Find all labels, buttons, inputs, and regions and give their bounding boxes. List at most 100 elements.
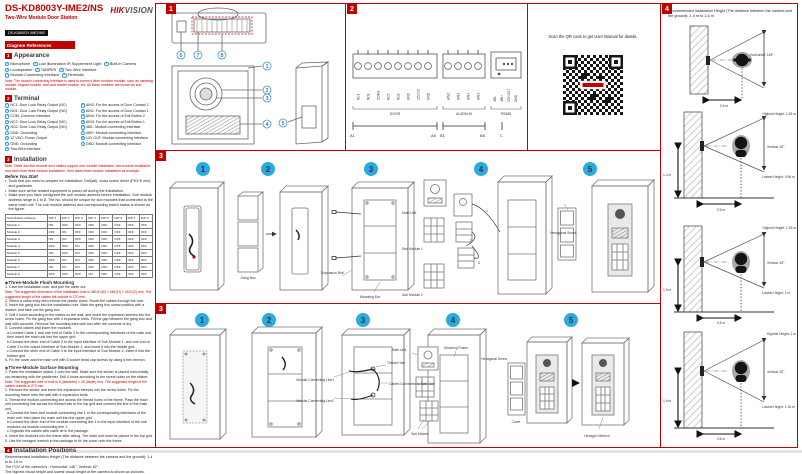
flush-mounting-diagram: 1 2 3 4 5 — [169, 162, 655, 299]
flush-step-5b: b.Connect the other end of Cable 2 to th… — [7, 339, 150, 349]
page-subtitle: Two-Wire Module Door Station — [5, 14, 78, 21]
callout-8: 8 — [220, 53, 223, 59]
pin-label: GND — [407, 92, 411, 100]
surface-step-3c: c.Organize the cables with cable tie in … — [7, 429, 89, 434]
dip-cell: ON — [46, 234, 61, 243]
dip-cell: OFF — [125, 269, 140, 278]
qr-finder-patterns — [563, 55, 623, 115]
dip-cell: Module 6 — [5, 255, 48, 264]
surface-step-3a: a.Connect the lines and module-connectin… — [7, 411, 147, 420]
dip-cell: OFF — [86, 220, 101, 229]
flush-step-badge-4: 4 — [479, 165, 484, 174]
section-4-badge: 4 — [662, 4, 672, 14]
highest-height-label: Highest Height: 1.83 m — [762, 112, 796, 116]
callout-number: 5 — [5, 124, 10, 130]
dip-cell: OFF — [125, 241, 140, 250]
pin-label: COM1 — [377, 91, 381, 100]
lowest-height-label: Lowest Height: 0.96 m — [762, 175, 795, 179]
before-you-start-title: Before You Start — [5, 174, 38, 180]
appearance-item-label: Two-Wire Interface — [64, 67, 97, 72]
flush-step-4: 4. Drill 4 holes according to the marks … — [5, 312, 152, 326]
pin-label: AIN2 — [447, 93, 451, 100]
main-unit-label: Main Unit — [402, 211, 416, 215]
highest-height-label: Highest Height: 2 m — [767, 332, 796, 336]
dip-cell: OFF — [138, 255, 154, 264]
dip-cell: OFF — [86, 262, 101, 271]
callout-number: 14 — [80, 124, 85, 130]
dip-cell: OFF — [138, 269, 154, 278]
pin-label: 485- — [493, 96, 497, 102]
group-label-alarm: ALARM IN — [456, 112, 473, 116]
surface-mounting-title: Three-Module Surface Mounting — [5, 365, 153, 370]
head-profile-icon — [732, 251, 750, 273]
distance-label: 0.5 m — [717, 321, 725, 324]
grid-h-mid1 — [155, 150, 661, 152]
dip-table-header-cell: DIP 7 — [125, 213, 140, 222]
dip-cell: OFF — [138, 227, 154, 236]
positions-heading: 4 Installation Positions — [5, 447, 153, 454]
terminal-item-label: NC1: Door Lock Relay Output (NC) — [10, 103, 67, 108]
scale-b8: B8 — [480, 133, 486, 138]
callout-6: 6 — [179, 53, 182, 59]
dip-cell: OFF — [138, 262, 154, 271]
installation-bullet: Tools that you need to prepare for insta… — [5, 179, 153, 188]
dip-table-header-cell: DIP 3 — [72, 213, 88, 222]
callout-number: 1 — [5, 103, 10, 108]
dip-cell: ON — [59, 262, 74, 271]
callout-2: 2 — [265, 88, 268, 94]
fov-label: Horizontal: 146° — [750, 53, 774, 57]
grid-v-qr — [527, 3, 529, 150]
callout-number: 3 — [104, 61, 109, 67]
dip-cell: OFF — [99, 241, 114, 250]
flush-step-5c: c.Connect the other end of Cable 3 to th… — [7, 349, 151, 358]
pin-label: AIN4 — [467, 93, 471, 100]
appearance-item-label: TAMPER — [40, 67, 57, 72]
flush-step-3: 3. Insert the gang box into the installa… — [5, 303, 145, 313]
dip-cell: ON — [46, 248, 61, 257]
flush-note: Note: The suggested dimension of the ins… — [5, 290, 152, 299]
pin-label: NC2 — [387, 93, 391, 100]
dip-cell: OFF — [138, 234, 154, 243]
dip-cell: OFF — [72, 227, 88, 236]
lowest-height-label: Lowest Height: 1.16 m — [762, 405, 795, 409]
pin-label: 12V OUT — [507, 89, 511, 102]
group-label-rs485: RS485 — [501, 112, 511, 116]
flush-step-2: 2. Select a cable entry and remove the p… — [5, 298, 145, 303]
left-text-column: DS-KD8003Y-IME2/NS Two-Wire Module Door … — [5, 4, 154, 474]
dip-cell: OFF — [125, 255, 140, 264]
dip-table-header-cell: Sub Module Address — [5, 213, 48, 222]
dip-cell: ON — [72, 241, 88, 250]
module-connecting-line1-label: Module-Connecting Line1 — [296, 378, 334, 382]
logo-vision: VISION — [124, 6, 153, 15]
callout-number: 12 — [80, 114, 85, 119]
dip-cell: OFF — [46, 255, 61, 264]
positions-line-1: Recommended Installation Height (The dis… — [5, 455, 153, 464]
dip-cell: OFF — [59, 248, 74, 257]
appearance-item-label: Low Illumination IR Supplement Light — [38, 61, 102, 66]
callout-3: 3 — [265, 96, 268, 102]
callout-number: 15 — [80, 130, 85, 135]
dip-cell: OFF — [125, 220, 140, 229]
dip-cell: Module 2 — [5, 227, 48, 236]
logo-hik: HIK — [110, 6, 125, 15]
scale-b1: B1 — [440, 133, 446, 138]
height-diagram-1-5m: Highest Height: 1.93 m Vertical: 82° Low… — [663, 225, 796, 324]
sub-module-2-label: Sub Module 2 — [402, 293, 423, 297]
pin-label: AIN3 — [477, 93, 481, 100]
dip-cell: ON — [72, 255, 88, 264]
head-top-view-icon — [732, 52, 752, 68]
dip-cell: Module 4 — [5, 241, 48, 250]
